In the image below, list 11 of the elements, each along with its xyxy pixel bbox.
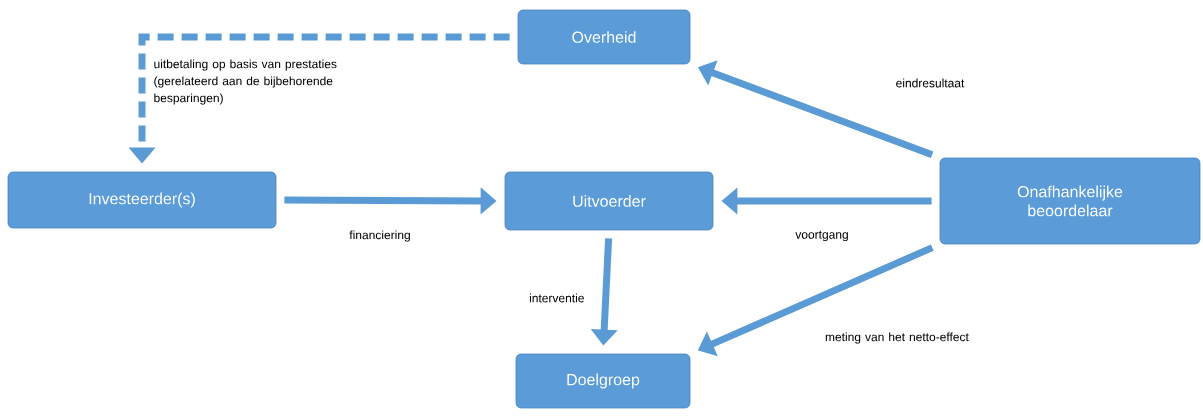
process-box: Uitvoerder [504,171,714,231]
edge-label: meting van het netto-effect [825,332,969,344]
edge-label: voortgang [795,230,848,242]
edge-label: financiering [349,230,410,242]
edge-label: uitbetaling op basis van prestaties (gerelateerd aan de bijbehorende besparingen) [154,59,337,105]
process-box: Doelgroep [515,353,691,409]
process-box: Investeerder(s) [7,171,277,229]
edge-label: eindresultaat [896,78,965,88]
edge-label: interventie [529,293,584,303]
process-box: Onafhankelijke beoordelaar [939,157,1201,245]
process-box: Overheid [517,9,691,65]
